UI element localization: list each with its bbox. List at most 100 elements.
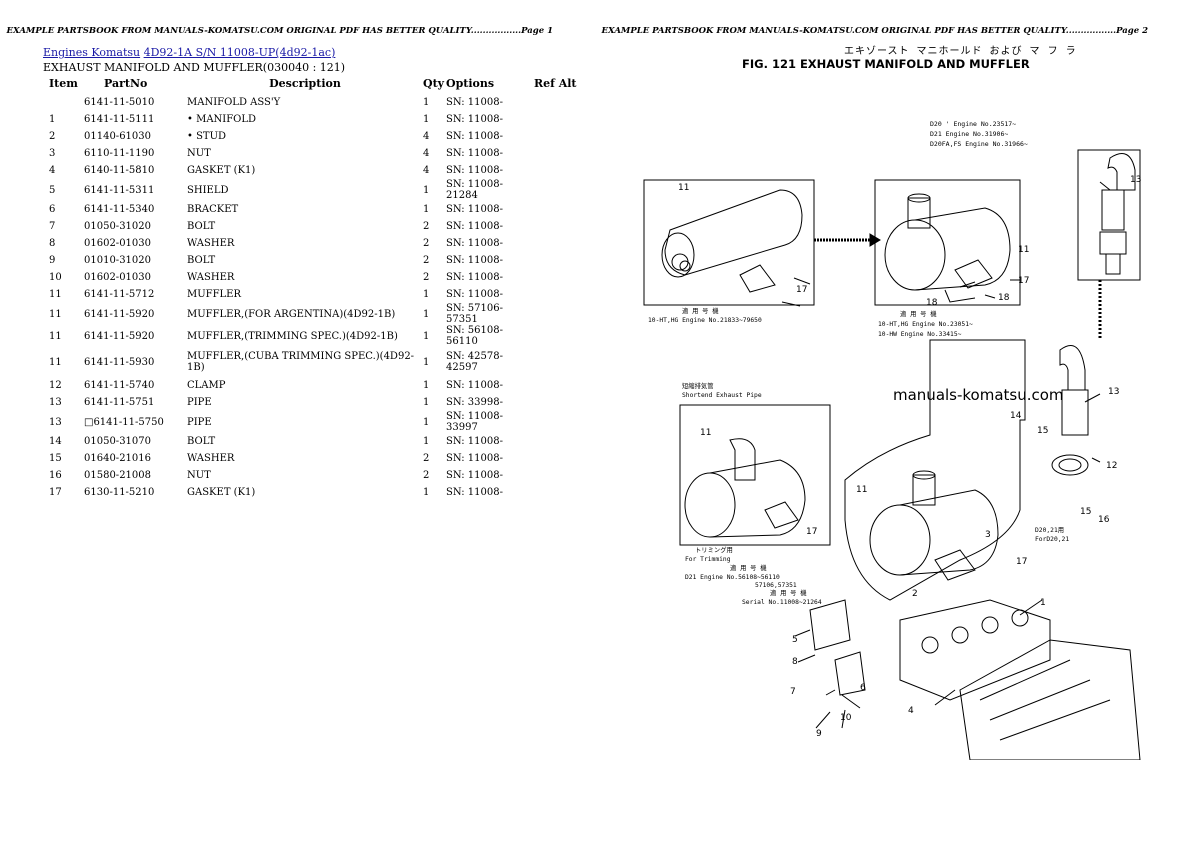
engine-note-2: D21 Engine No.31906~: [930, 130, 1008, 138]
variant-box-d20: [1077, 149, 1141, 281]
page-header: EXAMPLE PARTSBOOK FROM MANUALS-KOMATSU.C…: [6, 26, 553, 36]
cell-qty: 1: [423, 184, 430, 196]
breadcrumb-link-model[interactable]: 4D92-1A S/N 11008-UP(4d92-1ac): [143, 46, 336, 59]
engine-note-1: D20 ' Engine No.23517~: [930, 120, 1016, 128]
cell-refalt: [534, 450, 584, 467]
cell-qty: 4: [423, 131, 430, 142]
callout-17: 17: [1018, 276, 1029, 286]
cell-refalt: [534, 467, 584, 484]
cell-qty: 1: [423, 436, 430, 447]
cell-partno: 6141-11-5340: [84, 204, 155, 215]
box2-caption-2: 10-HW Engine No.33415~: [878, 331, 962, 338]
parts-page-2: EXAMPLE PARTSBOOK FROM MANUALS-KOMATSU.C…: [595, 0, 1190, 842]
callout-8: 8: [792, 657, 798, 667]
callout-11: 11: [700, 428, 711, 438]
box2-caption-1: 10-HT,HG Engine No.23051~: [878, 321, 973, 328]
cell-qty: 1: [423, 380, 430, 391]
cell-qty: 2: [423, 272, 430, 283]
cell-description: WASHER: [187, 272, 235, 283]
col-description: Description: [269, 77, 341, 90]
cell-item: 11: [49, 330, 62, 342]
manifold: [899, 599, 1051, 701]
cell-description: MUFFLER,(CUBA TRIMMING SPEC.)(4D92-1B): [187, 351, 415, 373]
cell-refalt: [534, 411, 584, 433]
main-assembly-outline: [844, 339, 1026, 601]
cell-options: SN: 56108-56110: [446, 325, 503, 347]
cell-item: 17: [49, 487, 62, 498]
cell-item: 11: [49, 289, 62, 300]
cell-qty: 1: [423, 114, 430, 125]
cell-refalt: [534, 201, 584, 218]
cell-options: SN: 11008-: [446, 97, 503, 108]
cell-qty: 1: [423, 397, 430, 408]
cell-partno: 6130-11-5210: [84, 487, 155, 498]
cell-item: 11: [49, 308, 62, 320]
box3-caption-3: D21 Engine No.56108~56110: [685, 574, 780, 581]
callout-17: 17: [806, 527, 817, 537]
cell-description: MUFFLER,(FOR ARGENTINA)(4D92-1B): [187, 308, 396, 320]
cell-partno: 6141-11-5920: [84, 330, 155, 342]
callout-13: 13: [1108, 387, 1119, 397]
cell-description: BOLT: [187, 436, 216, 447]
cell-description: • MANIFOLD: [187, 114, 257, 125]
cell-description: NUT: [187, 148, 211, 159]
watermark: manuals-komatsu.com: [893, 386, 1064, 404]
callout-18: 18: [998, 293, 1010, 303]
cell-item: 13: [49, 397, 62, 408]
parts-table: Item PartNo Description Qty Options Ref …: [43, 77, 584, 501]
cell-options: SN: 11008-: [446, 165, 503, 176]
cell-options: SN: 11008-: [446, 470, 503, 481]
cell-item: 10: [49, 272, 62, 283]
cell-refalt: [534, 252, 584, 269]
callout-16: 16: [1098, 515, 1110, 525]
cell-options: SN: 33998-: [446, 397, 503, 408]
cell-partno: 01140-61030: [84, 131, 152, 142]
cell-description: MUFFLER,(TRIMMING SPEC.)(4D92-1B): [187, 330, 398, 342]
cell-refalt: [534, 394, 584, 411]
cell-partno: 6141-11-5930: [84, 356, 155, 368]
box3-top-jp: 短縮排気管: [682, 381, 713, 390]
cell-description: CLAMP: [187, 380, 226, 391]
cell-qty: 1: [423, 97, 430, 108]
engine-note-3: D20FA,FS Engine No.31966~: [930, 140, 1028, 148]
cell-refalt: [534, 484, 584, 501]
cell-refalt: [534, 433, 584, 450]
box3-caption-2: 適 用 号 機: [730, 563, 767, 572]
section-title: EXHAUST MANIFOLD AND MUFFLER(030040 : 12…: [43, 61, 346, 74]
breadcrumb: Engines Komatsu 4D92-1A S/N 11008-UP(4d9…: [43, 46, 335, 59]
cell-qty: 1: [423, 204, 430, 215]
cell-partno: □6141-11-5750: [84, 416, 164, 428]
cell-qty: 2: [423, 255, 430, 266]
box3-caption-jp: トリミング用: [695, 545, 733, 554]
cell-refalt: [534, 269, 584, 286]
cell-partno: 6141-11-5751: [84, 397, 155, 408]
figure-title: FIG. 121 EXHAUST MANIFOLD AND MUFFLER: [742, 57, 1030, 71]
cell-item: 9: [49, 255, 56, 266]
callout-6: 6: [860, 683, 866, 693]
cell-options: SN: 11008-: [446, 204, 503, 215]
cell-qty: 1: [423, 356, 430, 368]
cell-item: 4: [49, 165, 56, 176]
box3-caption-5: 適 用 号 機: [770, 588, 807, 597]
parts-page-1: EXAMPLE PARTSBOOK FROM MANUALS-KOMATSU.C…: [6, 26, 584, 501]
callout-3: 3: [985, 530, 991, 540]
cell-options: SN: 11008-: [446, 487, 503, 498]
breadcrumb-link-engines[interactable]: Engines Komatsu: [43, 46, 141, 59]
cell-qty: 1: [423, 487, 430, 498]
cell-partno: 6141-11-5920: [84, 308, 155, 320]
cell-refalt: [534, 218, 584, 235]
col-partno: PartNo: [104, 77, 148, 90]
cell-description: PIPE: [187, 397, 212, 408]
